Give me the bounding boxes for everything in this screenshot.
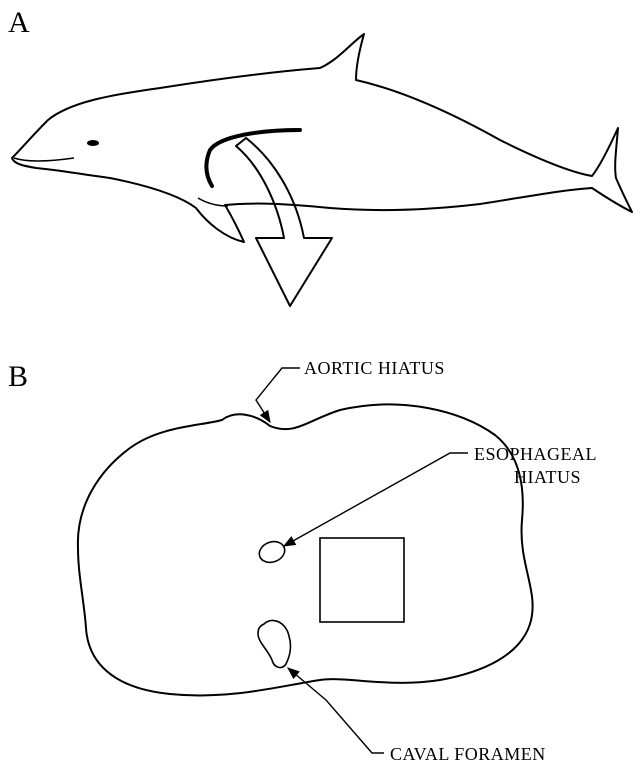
panel-a-letter: A bbox=[8, 6, 30, 39]
dolphin-flipper-base bbox=[198, 198, 228, 206]
aortic-hiatus-leader bbox=[256, 368, 300, 422]
panel-b-letter: B bbox=[8, 360, 28, 393]
diaphragm-position-line bbox=[206, 130, 300, 186]
central-tendon-square bbox=[320, 538, 404, 622]
dolphin-outline bbox=[12, 34, 632, 242]
dolphin-eye bbox=[87, 140, 99, 146]
aortic-hiatus-label: AORTIC HIATUS bbox=[304, 358, 445, 378]
esophageal-hiatus-opening bbox=[256, 538, 287, 566]
esophageal-hiatus-label-line2: HIATUS bbox=[514, 467, 581, 487]
caval-foramen-opening bbox=[258, 620, 290, 667]
caval-foramen-label: CAVAL FORAMEN bbox=[390, 744, 546, 764]
dolphin-mouth bbox=[14, 158, 74, 161]
panel-b: B AORTIC HIATUS ESOPHAGEAL HIATUS CAVAL … bbox=[8, 358, 597, 764]
esophageal-hiatus-leader bbox=[284, 453, 468, 546]
diaphragm-outline bbox=[78, 404, 533, 695]
panel-a: A bbox=[8, 6, 632, 306]
view-direction-arrow bbox=[236, 138, 332, 306]
esophageal-hiatus-label-line1: ESOPHAGEAL bbox=[474, 444, 597, 464]
